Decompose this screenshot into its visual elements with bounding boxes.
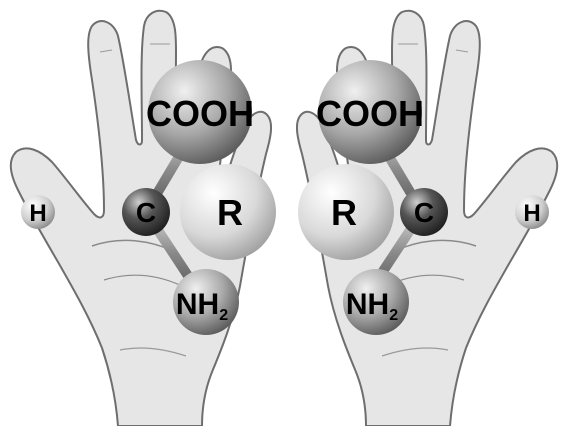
r-group-label: R <box>217 192 243 233</box>
cooh-atom <box>318 60 422 164</box>
cooh-atom <box>148 60 252 164</box>
hydrogen-atom <box>515 195 549 229</box>
hydrogen-label: H <box>29 200 46 227</box>
amino-label: NH2 <box>346 288 398 324</box>
r-group-atom <box>298 164 394 260</box>
amino-subscript: 2 <box>219 307 228 324</box>
amino-label: NH2 <box>176 288 228 324</box>
cooh-label: COOH <box>146 93 254 134</box>
r-group-atom <box>180 164 276 260</box>
right-molecule: COOH R H C NH2 <box>298 60 549 335</box>
r-group-label: R <box>331 192 357 233</box>
amino-subscript: 2 <box>389 307 398 324</box>
carbon-label: C <box>414 197 434 228</box>
carbon-atom <box>400 188 448 236</box>
hydrogen-label: H <box>523 200 540 227</box>
cooh-label: COOH <box>316 93 424 134</box>
carbon-atom <box>122 188 170 236</box>
amino-atom <box>343 269 409 335</box>
amino-atom <box>173 269 239 335</box>
amino-base: NH <box>176 288 219 321</box>
hydrogen-atom <box>21 195 55 229</box>
amino-base: NH <box>346 288 389 321</box>
left-molecule: COOH R H C NH2 <box>21 60 276 335</box>
carbon-label: C <box>136 197 156 228</box>
